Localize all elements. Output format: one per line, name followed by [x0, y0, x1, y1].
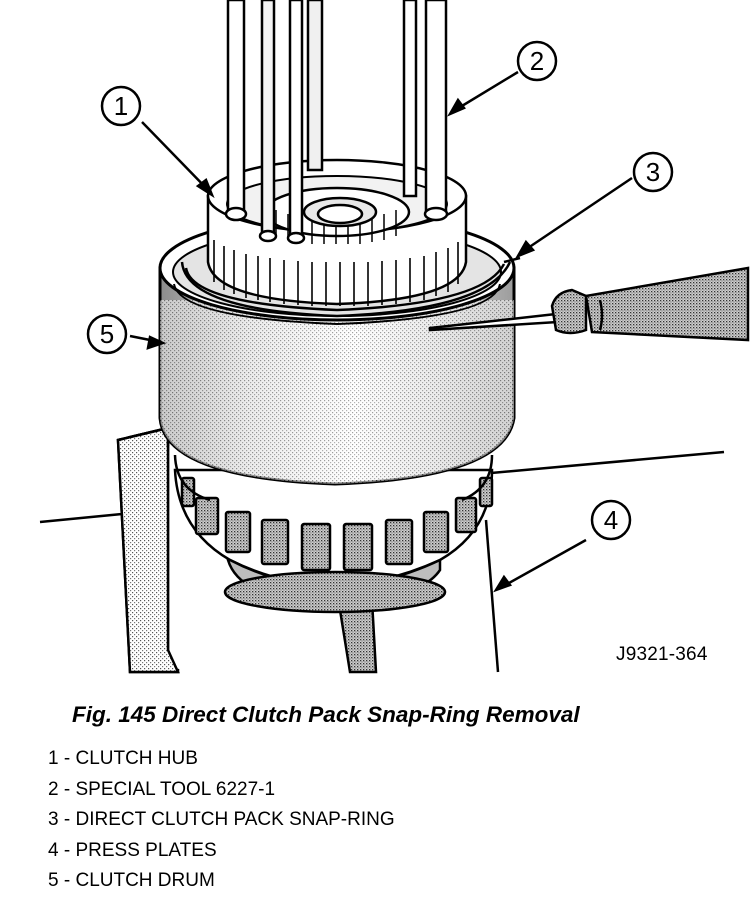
legend-item: 4 - PRESS PLATES — [48, 836, 395, 867]
figure-reference-id: J9321-364 — [616, 644, 708, 665]
figure-legend: 1 - CLUTCH HUB 2 - SPECIAL TOOL 6227-1 3… — [48, 744, 395, 897]
legend-separator: - — [58, 748, 76, 769]
legend-number: 1 — [48, 748, 59, 769]
figure-caption: Fig. 145 Direct Clutch Pack Snap-Ring Re… — [72, 702, 580, 727]
callout-4-label: 4 — [604, 505, 618, 535]
callout-2-label: 2 — [530, 46, 544, 76]
legend-separator: - — [58, 839, 76, 861]
callout-leaders — [129, 70, 633, 593]
snap-ring — [180, 256, 521, 318]
callout-2: 2 — [516, 40, 558, 82]
screwdriver — [428, 266, 750, 342]
legend-text: SPECIAL TOOL 6227-1 — [75, 778, 276, 800]
callout-1: 1 — [100, 85, 142, 127]
legend-text: CLUTCH HUB — [75, 748, 198, 769]
legend-text: CLUTCH DRUM — [75, 870, 215, 891]
legend-item: 2 - SPECIAL TOOL 6227-1 — [48, 775, 395, 806]
legend-separator: - — [58, 870, 76, 891]
legend-text: DIRECT CLUTCH PACK SNAP-RING — [75, 809, 395, 830]
legend-item: 5 - CLUTCH DRUM — [48, 866, 395, 897]
legend-separator: - — [58, 809, 76, 830]
callout-3-label: 3 — [646, 157, 660, 187]
legend-number: 3 — [48, 809, 59, 830]
clutch-pack-illustration: 1 2 3 4 5 — [39, 0, 750, 674]
legend-item: 3 - DIRECT CLUTCH PACK SNAP-RING — [48, 805, 395, 836]
callout-5: 5 — [86, 313, 128, 355]
legend-number: 2 — [48, 778, 59, 800]
legend-separator: - — [58, 778, 76, 800]
legend-number: 5 — [48, 870, 59, 891]
legend-number: 4 — [48, 839, 59, 861]
drum-lower-gear — [173, 454, 494, 614]
callout-4: 4 — [590, 499, 632, 541]
callout-5-label: 5 — [100, 319, 114, 349]
callout-1-label: 1 — [114, 91, 128, 121]
special-tool-6227-1 — [224, 0, 449, 245]
callout-3: 3 — [632, 151, 674, 193]
legend-text: PRESS PLATES — [75, 839, 217, 861]
legend-item: 1 - CLUTCH HUB — [48, 744, 395, 775]
